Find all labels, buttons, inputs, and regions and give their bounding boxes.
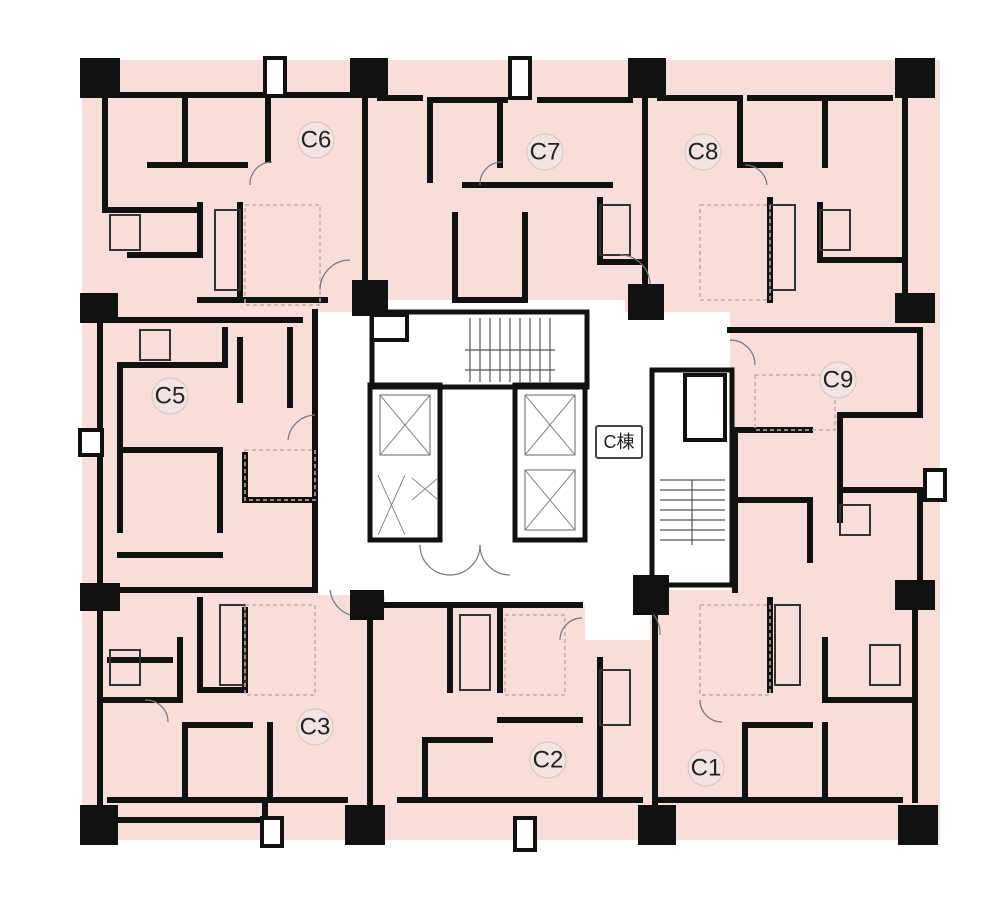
unit-label-text: C9 [823, 367, 854, 394]
dashed-outlines [244, 204, 836, 696]
unit-c8-area[interactable] [650, 75, 930, 310]
shower [869, 644, 901, 686]
building-label-text: C棟 [604, 432, 635, 452]
stair-treads-right [660, 479, 725, 545]
unit-label-text: C8 [688, 139, 719, 166]
unit-label-text: C5 [155, 383, 186, 410]
unit-c9-area[interactable] [730, 312, 930, 590]
unit-label-c7: C7 [526, 133, 564, 171]
shower [819, 209, 851, 251]
unit-label-c1: C1 [687, 749, 725, 787]
unit-label-c5: C5 [151, 377, 189, 415]
shower [109, 649, 141, 686]
unit-label-text: C1 [691, 755, 722, 782]
unit-label-c8: C8 [684, 133, 722, 171]
shower [109, 214, 141, 251]
unit-label-text: C3 [300, 714, 331, 741]
stairwell-right [649, 367, 735, 588]
unit-label-c2: C2 [529, 741, 567, 779]
unit-label-text: C7 [530, 139, 561, 166]
stairwell-top [369, 309, 590, 390]
unit-c6-area[interactable] [95, 75, 370, 310]
core [367, 309, 735, 588]
stair-treads-top [465, 318, 555, 382]
building-label: C棟 [595, 425, 643, 459]
unit-label-c9: C9 [819, 361, 857, 399]
unit-label-text: C6 [301, 127, 332, 154]
unit-label-c3: C3 [296, 708, 334, 746]
elevator-bank-left [367, 382, 443, 543]
ducts [78, 56, 947, 852]
unit-label-text: C2 [533, 747, 564, 774]
unit-label-c6: C6 [297, 121, 335, 159]
structural-columns [80, 58, 938, 845]
